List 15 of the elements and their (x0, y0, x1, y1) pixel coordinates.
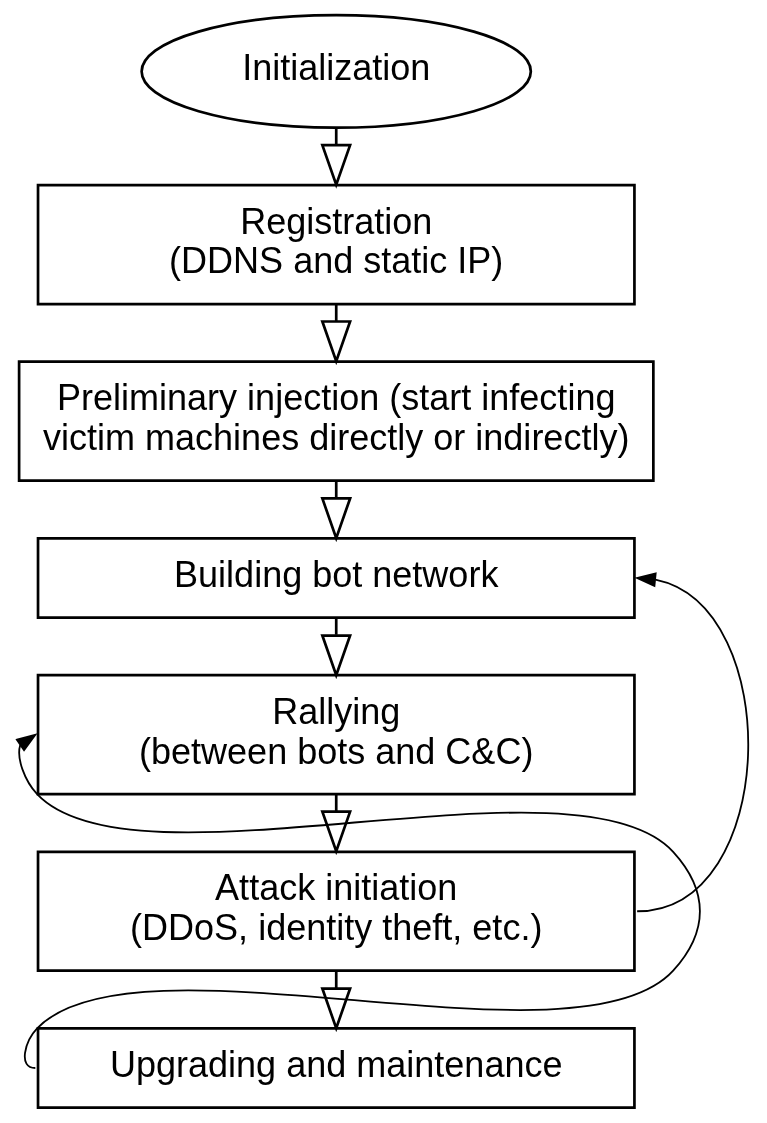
node-box: Registration (DDNS and static IP) (36, 183, 636, 306)
arrow (320, 480, 352, 543)
arrow (634, 572, 749, 913)
arrow (320, 970, 352, 1033)
node-box: Building bot network (36, 536, 636, 619)
arrow (320, 794, 352, 856)
node-ellipse: Initialization (140, 13, 533, 130)
node-box: Rallying (between bots and C&C) (36, 673, 636, 796)
node-box: Preliminary injection (start infecting victim machines directly or indirectly) (17, 360, 655, 482)
node-box: Upgrading and maintenance (36, 1027, 636, 1109)
arrow (320, 304, 352, 366)
node-box: Attack initiation (DDoS, identity theft, etc.) (36, 850, 636, 973)
arrow (15, 733, 701, 1069)
arrow (320, 617, 352, 680)
arrow (320, 127, 352, 189)
